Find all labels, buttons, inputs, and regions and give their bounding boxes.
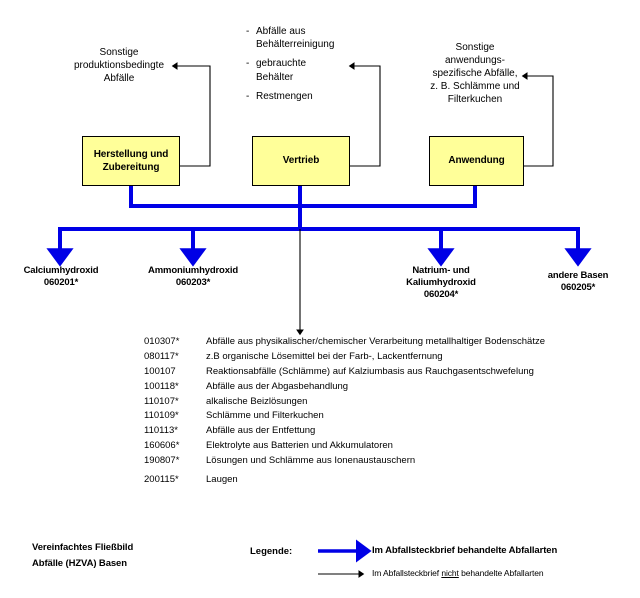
- legend-entry-blue-label: Im Abfallsteckbrief behandelte Abfallart…: [372, 545, 558, 556]
- waste-desc: alkalische Beizlösungen: [206, 395, 308, 407]
- waste-code-table: 010307* Abfälle aus physikalischer/chemi…: [144, 337, 545, 490]
- legend-entry-black-label: Im Abfallsteckbrief nicht behandelte Abf…: [372, 568, 544, 578]
- waste-code: 080117*: [144, 350, 179, 362]
- black-connector-anwendung: [521, 72, 554, 167]
- waste-code: 110107*: [144, 395, 179, 407]
- waste-code: 200115*: [144, 473, 179, 485]
- side-label-sonstige-produktionsbedingte: Sonstige produktionsbedingte Abfälle: [73, 47, 165, 84]
- black-connector-vertrieb: [348, 62, 381, 167]
- list-item: - Abfälle aus Behälterreinigung: [246, 25, 354, 51]
- table-row: 100107 Reaktionsabfälle (Schlämme) auf K…: [144, 367, 545, 382]
- list-item-text: Restmengen: [256, 90, 313, 102]
- legend-entry-black-emph: nicht: [441, 568, 459, 578]
- vertrieb-waste-list: - Abfälle aus Behälterreinigung - gebrau…: [246, 25, 354, 109]
- figure-caption: Vereinfachtes Fließbild Abfälle (HZVA) B…: [32, 540, 133, 571]
- waste-code: 010307*: [144, 336, 180, 347]
- list-dash: -: [246, 26, 250, 37]
- table-row: 200115* Laugen: [144, 473, 545, 490]
- table-row: 190807* Lösungen und Schlämme aus Ionena…: [144, 456, 545, 475]
- table-row: 010307* Abfälle aus physikalischer/chemi…: [144, 337, 545, 352]
- figure-caption-line1: Vereinfachtes Fließbild: [32, 542, 134, 553]
- process-box-herstellung[interactable]: Herstellung und Zubereitung: [82, 136, 180, 186]
- waste-desc: Laugen: [206, 473, 238, 485]
- waste-desc: Abfälle aus der Abgasbehandlung: [206, 380, 349, 392]
- waste-code: 110113*: [144, 425, 178, 437]
- waste-desc: Abfälle aus der Entfettung: [206, 425, 316, 437]
- figure-caption-line2: Abfälle (HZVA) Basen: [32, 557, 127, 569]
- blue-branch-arrows: [46, 229, 592, 267]
- list-item-text: gebrauchte Behälter: [256, 58, 307, 83]
- output-label-calciumhydroxid: Calciumhydroxid 060201*: [23, 265, 99, 289]
- table-row: 110107* alkalische Beizlösungen: [144, 395, 545, 412]
- waste-code-table-body: 010307* Abfälle aus physikalischer/chemi…: [144, 337, 545, 490]
- output-label-ammoniumhydroxid: Ammoniumhydroxid 060203*: [148, 265, 238, 289]
- list-dash: -: [246, 58, 250, 70]
- blue-bus: [58, 186, 580, 231]
- waste-desc: Schlämme und Filterkuchen: [206, 410, 324, 422]
- process-box-anwendung[interactable]: Anwendung: [429, 136, 524, 186]
- process-box-herstellung-label: Herstellung und Zubereitung: [93, 148, 169, 174]
- waste-desc: Abfälle aus physikalischer/chemischer Ve…: [206, 336, 546, 347]
- waste-code: 100118*: [144, 380, 179, 392]
- waste-desc: Lösungen und Schlämme aus Ionenaustausch…: [206, 455, 416, 467]
- process-box-vertrieb-label: Vertrieb: [282, 155, 320, 167]
- waste-code: 190807*: [144, 455, 180, 467]
- list-dash: -: [246, 90, 250, 102]
- process-box-anwendung-label: Anwendung: [448, 155, 505, 167]
- waste-desc: z.B organische Lösemittel bei der Farb-,…: [206, 350, 443, 362]
- output-label-natrium-kaliumhydroxid: Natrium- und Kaliumhydroxid 060204*: [406, 265, 476, 301]
- list-item: - gebrauchte Behälter: [246, 57, 354, 83]
- legend-title: Legende:: [250, 546, 293, 557]
- output-label-andere-basen: andere Basen 060205*: [547, 270, 609, 294]
- waste-desc: Elektrolyte aus Batterien und Akkumulato…: [206, 440, 393, 452]
- list-item: - Restmengen: [246, 90, 354, 103]
- table-row: 100118* Abfälle aus der Abgasbehandlung: [144, 380, 545, 397]
- waste-code: 160606*: [144, 440, 180, 452]
- table-row: 080117* z.B organische Lösemittel bei de…: [144, 352, 545, 367]
- list-item-text: Abfälle aus Behälterreinigung: [256, 26, 335, 51]
- process-box-vertrieb[interactable]: Vertrieb: [252, 136, 350, 186]
- waste-code: 100107: [144, 365, 176, 377]
- table-row: 160606* Elektrolyte aus Batterien und Ak…: [144, 441, 545, 456]
- waste-code: 110109*: [144, 410, 179, 422]
- table-row: 110109* Schlämme und Filterkuchen: [144, 411, 545, 426]
- legend-entry-black-pre: Im Abfallsteckbrief: [372, 568, 442, 578]
- black-connector-herstellung: [171, 62, 211, 167]
- table-row: 110113* Abfälle aus der Entfettung: [144, 426, 545, 441]
- legend-entry-black-post: behandelte Abfallarten: [458, 568, 544, 578]
- waste-desc: Reaktionsabfälle (Schlämme) auf Kalziumb…: [206, 365, 534, 377]
- side-label-sonstige-anwendungsspezifische: Sonstige anwendungs- spezifische Abfälle…: [430, 42, 520, 105]
